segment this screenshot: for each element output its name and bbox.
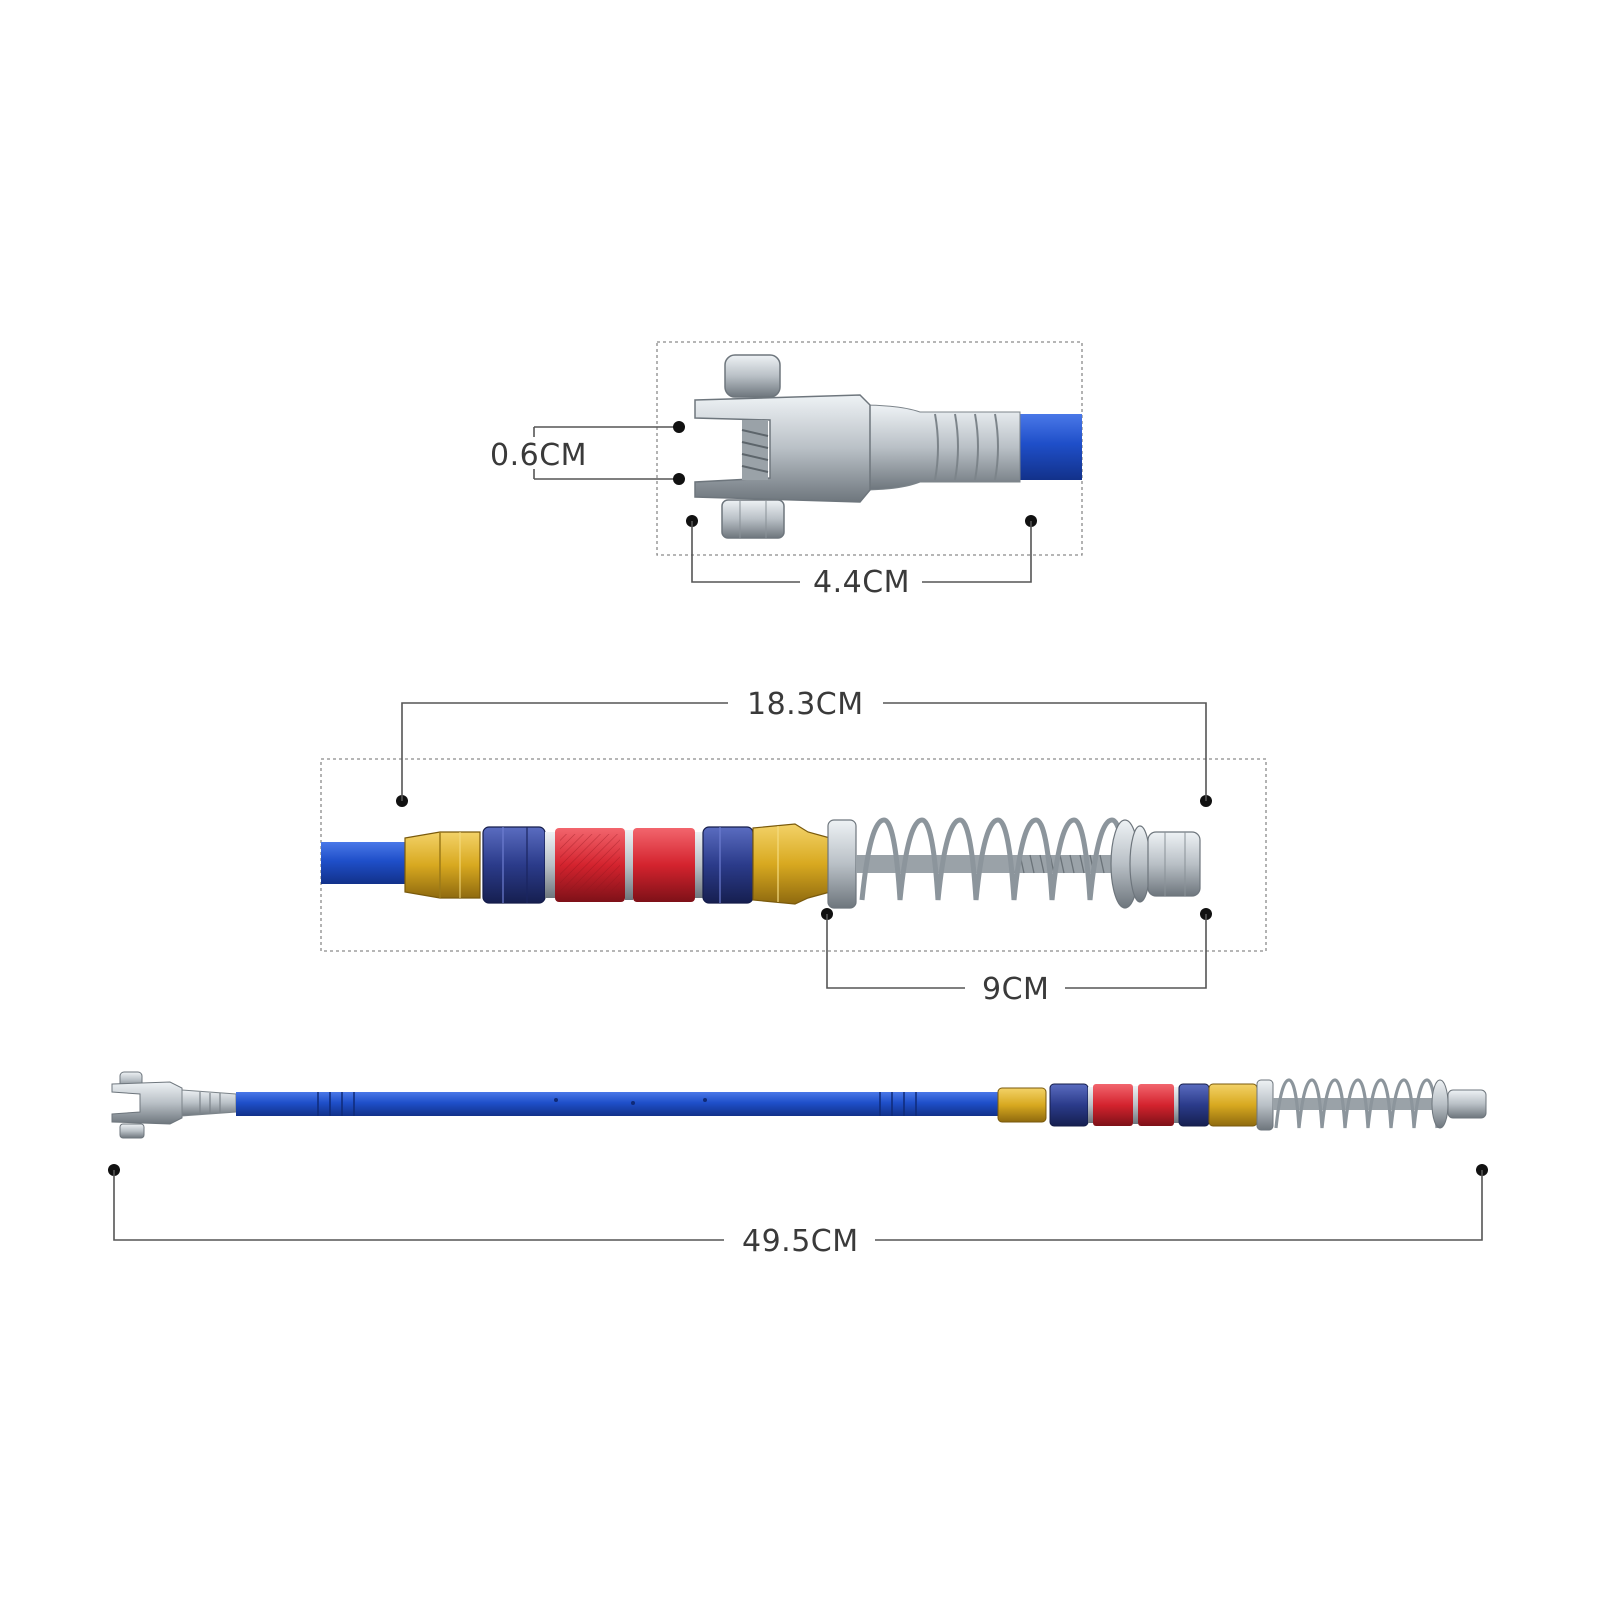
assembly-navy-nut-right [1178, 1083, 1210, 1127]
total-length-label: 49.5CM [742, 1224, 859, 1259]
total-length-dimension: 49.5CM [108, 1164, 1488, 1259]
clevis-ferrule [859, 404, 1021, 491]
navy-nut-right [702, 826, 754, 904]
navy-nut-left [482, 826, 546, 904]
assembly-gold-nut-right [1208, 1083, 1258, 1127]
assembly-clevis-fork [111, 1081, 183, 1125]
gold-nut-right [752, 823, 831, 905]
compression-spring [859, 817, 1131, 901]
clevis-detail: 0.6CM 4.4CM [490, 341, 1083, 600]
adjuster-length-label: 18.3CM [747, 687, 864, 722]
assembly-spring [1274, 1078, 1439, 1129]
assembly-red-sleeve-left [1093, 1084, 1133, 1126]
clevis-length-dimension: 4.4CM [686, 515, 1037, 600]
clevis-detail-cable [1015, 414, 1082, 480]
red-sleeve-right [633, 828, 695, 902]
assembly-navy-nut-left [1049, 1083, 1089, 1127]
ferrule-crimp-rings [934, 413, 999, 481]
assembly-ferrule [181, 1089, 237, 1117]
assembly-blue-rod [236, 1092, 998, 1116]
adjuster-detail: 18.3CM 9CM [320, 687, 1267, 1007]
gold-nut-left [404, 831, 481, 899]
assembly-gold-nut-left [997, 1087, 1047, 1123]
spring-length-label: 9CM [982, 972, 1049, 1007]
clevis-pin-head [724, 354, 781, 398]
spring-length-dimension: 9CM [821, 908, 1212, 1007]
clevis-fork [694, 394, 871, 503]
end-nut [1147, 831, 1201, 897]
adjuster-detail-cable [321, 842, 413, 884]
assembly-red-sleeve-right [1138, 1084, 1174, 1126]
assembly-end-nut [1447, 1089, 1487, 1119]
pin-gap-dimension: 0.6CM [490, 421, 685, 485]
clevis-nut [721, 499, 785, 539]
spring-collar [827, 819, 857, 909]
full-assembly: 49.5CM [108, 1071, 1488, 1259]
adjuster-length-dimension: 18.3CM [396, 687, 1212, 807]
clevis-length-label: 4.4CM [813, 565, 910, 600]
pin-gap-label: 0.6CM [490, 438, 587, 473]
clevis-detail-frame [656, 341, 1083, 556]
